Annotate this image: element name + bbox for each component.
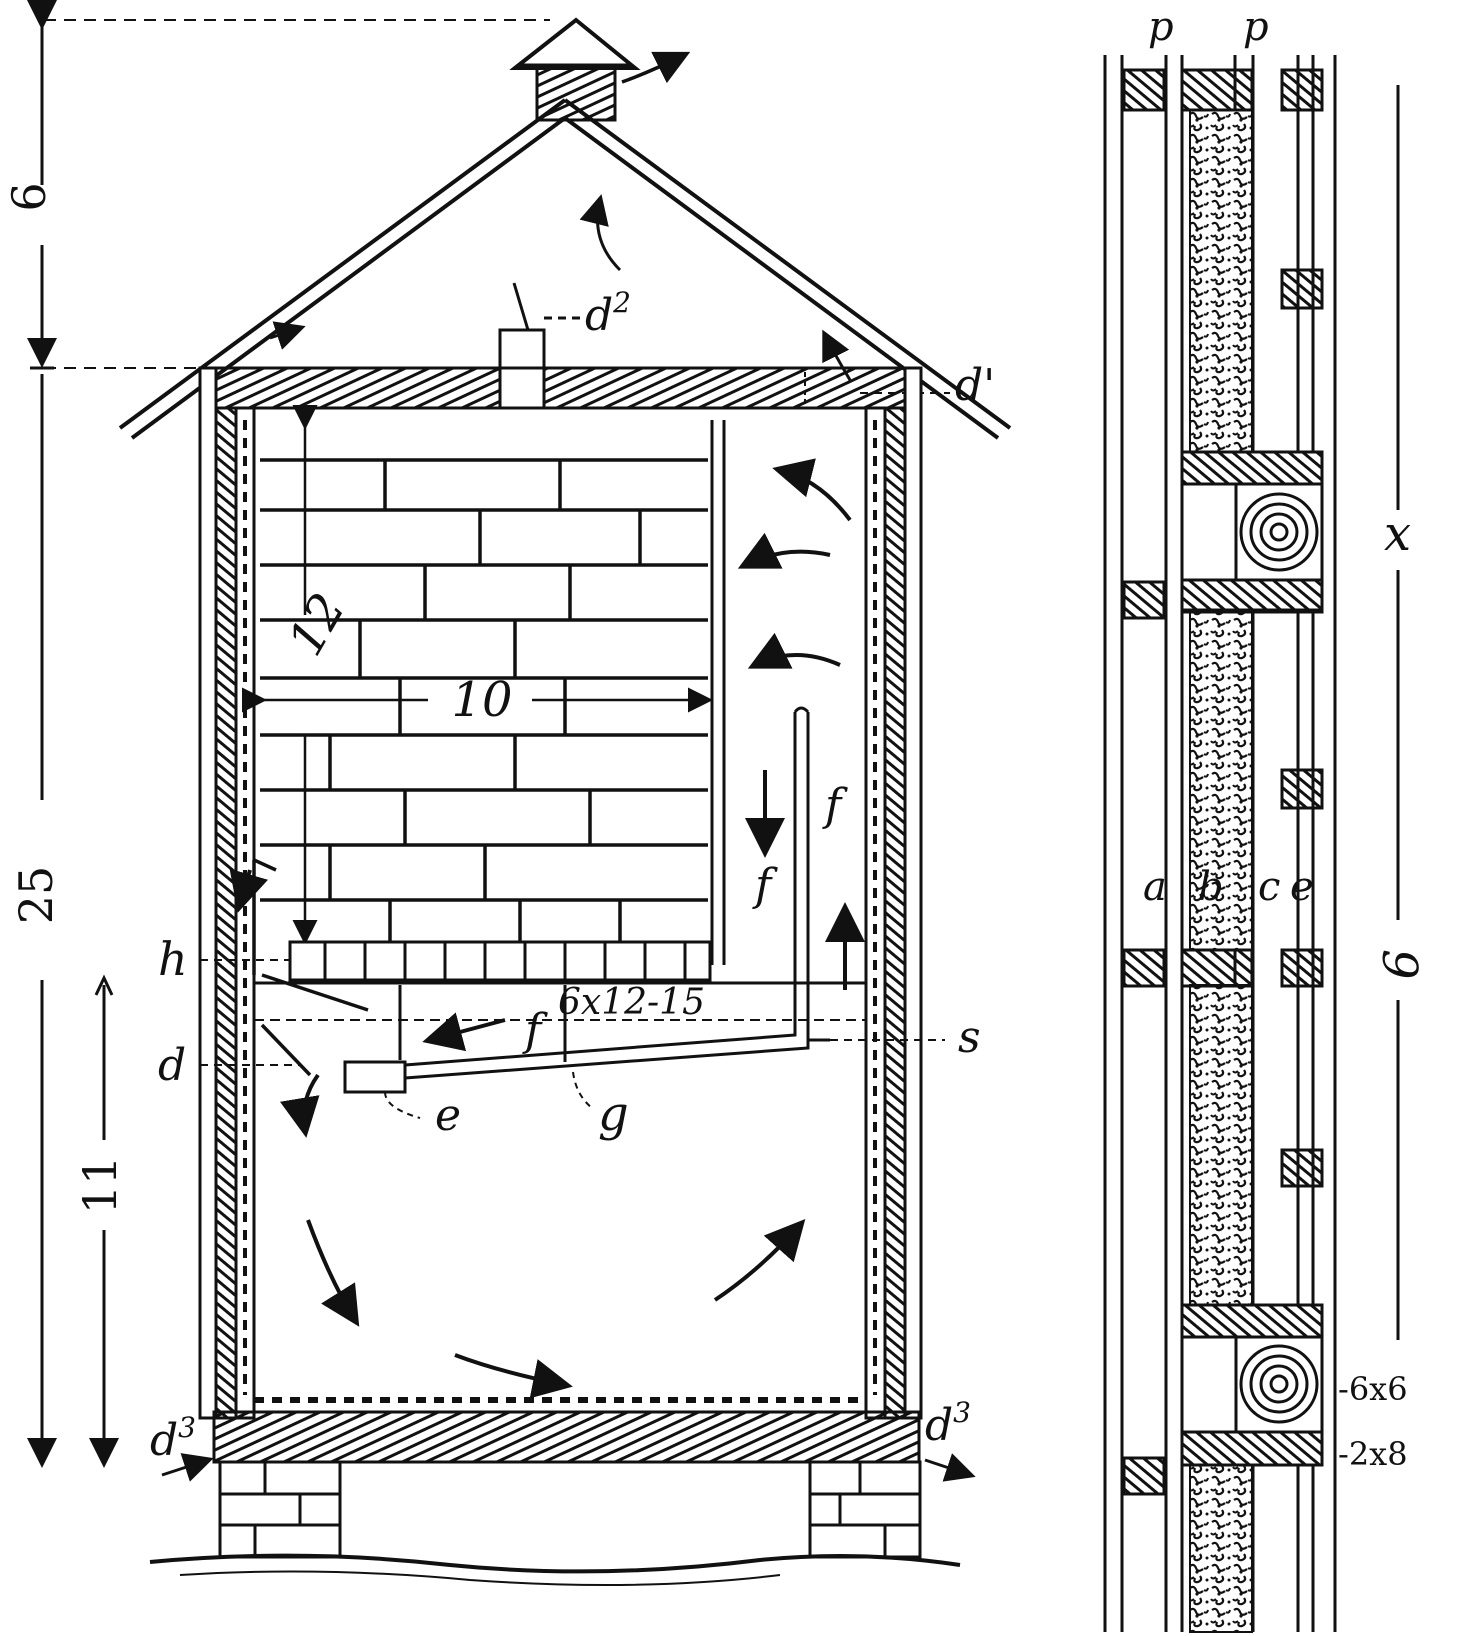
roof-height-label: 6 xyxy=(2,182,56,211)
lower-post xyxy=(1180,1303,1324,1467)
ice-blocks xyxy=(260,458,708,955)
ceiling-opening xyxy=(498,366,546,410)
label-nine: 9 xyxy=(1371,949,1427,980)
lower-height-label: 11 xyxy=(73,1156,127,1215)
section-view: 6 25 11 d2 xyxy=(2,0,1012,1586)
label-d2: d2 xyxy=(585,286,631,341)
right-wall xyxy=(864,366,923,1420)
label-e-detail: e xyxy=(1290,864,1314,910)
label-g: g xyxy=(598,1086,629,1142)
drain-pipe xyxy=(343,706,945,1094)
label-d: d xyxy=(158,1040,186,1091)
total-height-label: 25 xyxy=(9,866,63,925)
ice-dimensions xyxy=(242,405,713,945)
roof xyxy=(118,98,1012,440)
label-h: h xyxy=(158,932,188,986)
height-dimension xyxy=(27,0,57,1468)
ice-width-label: 10 xyxy=(451,672,512,728)
ground-line xyxy=(149,1553,961,1574)
label-e: e xyxy=(435,1090,461,1141)
ground-texture xyxy=(179,1570,781,1586)
floor-air-inlets xyxy=(161,1453,976,1482)
floor-beam-label: 6x12-15 xyxy=(558,982,705,1023)
joist-size-label: -2x8 xyxy=(1338,1435,1408,1473)
label-f-top: f xyxy=(822,780,848,831)
label-f-mid: f xyxy=(752,860,778,911)
upper-post xyxy=(1180,450,1324,614)
sawdust-fill-bottom xyxy=(1189,1464,1253,1633)
label-b: b xyxy=(1198,864,1224,910)
g-leader xyxy=(572,1071,593,1109)
floor-beam xyxy=(254,981,866,1021)
sawdust-fill-lower xyxy=(1189,984,1253,1306)
lower-height-dimension xyxy=(89,974,119,1468)
e-leader xyxy=(384,1091,421,1119)
air-circulation-arrows xyxy=(229,458,865,1399)
label-d1: d' xyxy=(955,360,995,411)
label-x: x xyxy=(1384,506,1411,562)
roof-ventilator xyxy=(509,17,691,122)
label-p-right: p xyxy=(1243,4,1269,50)
wall-blocking xyxy=(1122,68,1324,1496)
label-s: s xyxy=(958,1012,981,1063)
label-a: a xyxy=(1143,864,1167,910)
floor-sill xyxy=(212,1410,921,1464)
label-c: c xyxy=(1258,864,1280,910)
post-size-label: -6x6 xyxy=(1338,1370,1408,1408)
ice-height-label: 12 xyxy=(277,584,356,665)
wall-detail: p p a b c e x 9 -6x6 -2x8 xyxy=(1103,4,1427,1633)
sawdust-fill-upper xyxy=(1189,109,1253,456)
ice-chamber-partition xyxy=(710,420,726,965)
foundation-piers xyxy=(218,1460,922,1559)
label-d3-right: d3 xyxy=(925,1396,971,1451)
left-wall xyxy=(198,366,256,1420)
label-d3-left: d3 xyxy=(150,1411,196,1466)
ice-floor-grating xyxy=(288,940,712,982)
ceiling-plate xyxy=(198,366,922,410)
attic-air-arrows xyxy=(269,194,852,381)
label-f-low: f xyxy=(522,1005,548,1056)
label-p-left: p xyxy=(1148,4,1174,50)
